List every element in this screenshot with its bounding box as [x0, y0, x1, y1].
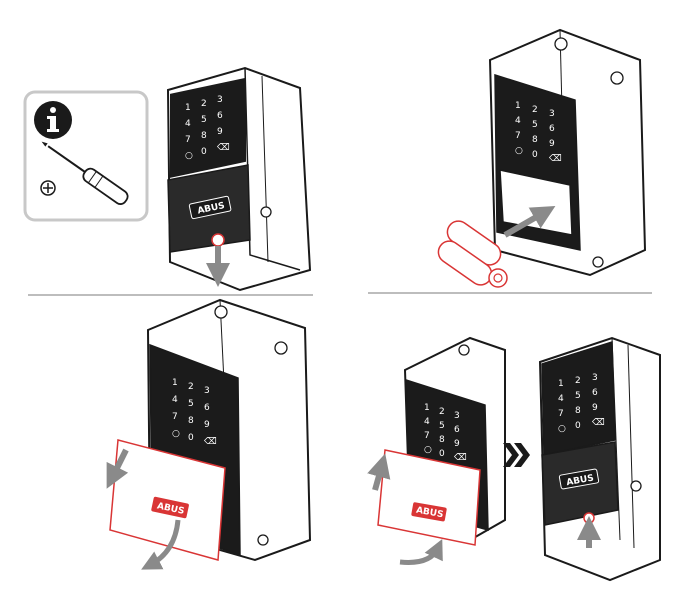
keypad-key: 5 — [439, 421, 445, 431]
double-chevron-icon — [503, 443, 530, 467]
keypad-key: 2 — [201, 99, 207, 109]
keypad-key: 0 — [532, 150, 538, 160]
keypad-key: 3 — [204, 386, 210, 396]
keypad-key: 1 — [424, 403, 430, 413]
keypad-key: 2 — [188, 382, 194, 392]
keypad-key: 3 — [454, 411, 460, 421]
keypad-key: 5 — [201, 115, 207, 125]
step-2-panel: 1 2 3 4 5 6 7 8 9 ○ 0 ⌫ — [434, 30, 645, 289]
keypad-key: 1 — [558, 379, 564, 389]
keypad-key: 0 — [201, 147, 207, 157]
keypad-key: 0 — [188, 433, 194, 443]
keypad-key: 5 — [532, 120, 538, 130]
keypad-key: 4 — [172, 395, 178, 405]
keypad-key: 3 — [217, 95, 223, 105]
keypad-key: 1 — [185, 103, 191, 113]
info-icon — [34, 101, 72, 139]
keypad-key: ○ — [424, 445, 432, 455]
keypad-key: 7 — [424, 431, 430, 441]
keypad-key: 6 — [454, 425, 460, 435]
keypad-key: ⌫ — [453, 453, 467, 463]
keybox-device-2: 1 2 3 4 5 6 7 8 9 ○ 0 ⌫ — [490, 30, 645, 275]
keypad-key: 3 — [592, 373, 598, 383]
keypad-key: 3 — [549, 109, 555, 119]
keypad-key: 1 — [172, 378, 178, 388]
screw-hole-1 — [212, 234, 224, 246]
keypad-key: 4 — [424, 417, 430, 427]
info-card — [25, 92, 147, 220]
keypad-key: 5 — [575, 391, 581, 401]
keypad-key: 6 — [217, 111, 223, 121]
keypad-key: 9 — [217, 127, 223, 137]
keypad-key: 2 — [532, 105, 538, 115]
keypad-key: 4 — [185, 119, 191, 129]
keypad-key: 0 — [575, 421, 581, 431]
keypad-key: ○ — [558, 424, 566, 434]
keypad-key: 8 — [188, 416, 194, 426]
keypad-key: 7 — [515, 131, 521, 141]
phillips-cross-icon — [41, 181, 55, 195]
keypad-key: ○ — [515, 146, 523, 156]
keypad-key: ⌫ — [548, 154, 562, 164]
keypad-key: 4 — [558, 394, 564, 404]
keypad-key: 8 — [439, 435, 445, 445]
keypad-key: ⌫ — [216, 143, 230, 153]
keypad-key: 9 — [454, 439, 460, 449]
screw-hole-4 — [584, 513, 594, 523]
keypad-key: 9 — [204, 420, 210, 430]
keypad-key: 2 — [575, 376, 581, 386]
keypad-key: 1 — [515, 101, 521, 111]
keypad-key: 7 — [558, 409, 564, 419]
keypad-key: 7 — [172, 412, 178, 422]
keypad-key: 6 — [592, 388, 598, 398]
keypad-key: ○ — [172, 429, 180, 439]
keypad-key: 4 — [515, 116, 521, 126]
keypad-key: ⌫ — [203, 437, 217, 447]
keypad-key: 2 — [439, 407, 445, 417]
keypad-key: 6 — [549, 124, 555, 134]
keypad-key: 7 — [185, 135, 191, 145]
keypad-key: 0 — [439, 449, 445, 459]
keypad-key: ○ — [185, 151, 193, 161]
keypad-key: 8 — [575, 406, 581, 416]
keypad-key: 9 — [549, 139, 555, 149]
close-arrow — [400, 548, 438, 562]
keypad-key: 8 — [201, 131, 207, 141]
keypad-key: 9 — [592, 403, 598, 413]
keypad-key: 5 — [188, 399, 194, 409]
keypad-key: 6 — [204, 403, 210, 413]
keypad-key: ⌫ — [591, 418, 605, 428]
keypad-key: 8 — [532, 135, 538, 145]
